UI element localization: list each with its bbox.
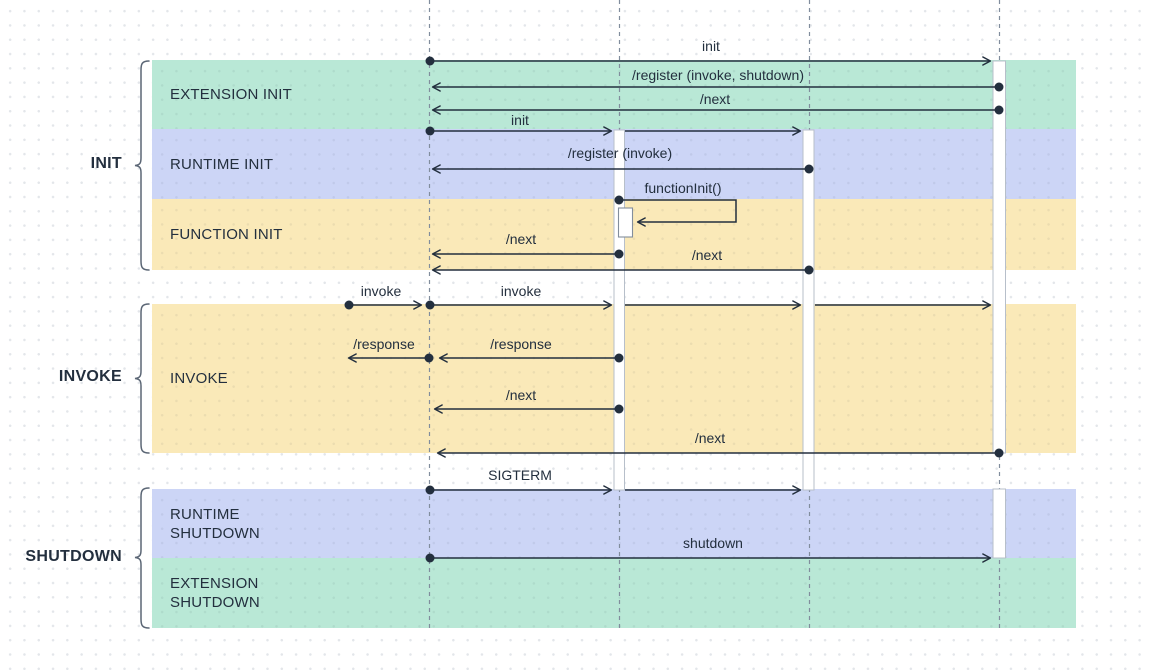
msg-label-init-runtime: init [511, 112, 529, 128]
arrow-invoke-internal [425, 300, 992, 310]
arrow-register-invoke-shutdown [431, 82, 1004, 92]
band-label-extension-init: EXTENSION INIT [170, 86, 292, 103]
msg-label-register-invoke-shutdown: /register (invoke, shutdown) [632, 67, 804, 83]
arrow-next-extension-init [431, 105, 1004, 115]
arrow-function-init-self-call [614, 195, 737, 227]
band-extension-init: EXTENSION INIT [152, 60, 1076, 129]
activation-bar-internal-extension [802, 129, 815, 491]
band-label-runtime-shutdown: RUNTIME SHUTDOWN [170, 505, 260, 542]
brace-shutdown [134, 487, 150, 629]
band-runtime-shutdown: RUNTIME SHUTDOWN [152, 489, 1076, 558]
phase-label-shutdown: SHUTDOWN [25, 548, 122, 565]
activation-bar-external-extension-init [992, 60, 1006, 454]
msg-label-sigterm: SIGTERM [488, 467, 552, 483]
band-label-function-init: FUNCTION INIT [170, 226, 283, 243]
msg-label-next-extension-init: /next [699, 91, 731, 107]
msg-label-next-runtime-init: /next [505, 231, 537, 247]
arrow-invoke-external [344, 300, 423, 310]
msg-label-next-runtime-invoke: /next [505, 387, 537, 403]
phase-label-invoke: INVOKE [58, 368, 122, 385]
arrow-register-invoke [431, 164, 814, 174]
arrow-response-external [347, 353, 434, 363]
arrow-next-runtime-init [431, 249, 624, 259]
band-label-invoke: INVOKE [170, 370, 228, 387]
band-label-extension-shutdown: EXTENSION SHUTDOWN [170, 575, 260, 611]
msg-label-response-external: /response [353, 336, 415, 352]
brace-init [134, 60, 150, 271]
activation-bar-external-extension-shutdown [992, 488, 1006, 559]
brace-invoke [134, 303, 150, 454]
msg-label-shutdown: shutdown [683, 535, 743, 551]
arrow-init-runtime [425, 126, 802, 136]
activation-bar-function-init [617, 207, 634, 238]
activation-bar-runtime [613, 129, 625, 491]
msg-label-invoke-external: invoke [360, 283, 402, 299]
msg-label-next-extension-invoke: /next [694, 430, 726, 446]
arrow-shutdown [425, 553, 992, 563]
band-extension-shutdown: EXTENSION SHUTDOWN [152, 558, 1076, 628]
msg-label-register-invoke: /register (invoke) [567, 145, 673, 161]
band-label-runtime-init: RUNTIME INIT [170, 155, 274, 173]
msg-label-next-extension-after-init: /next [691, 247, 723, 263]
arrow-next-extension-after-init [431, 265, 814, 275]
arrow-next-extension-invoke [436, 448, 1004, 458]
arrow-response-internal [438, 353, 624, 363]
msg-label-function-init: functionInit() [644, 180, 722, 196]
msg-label-init-extension: init [702, 38, 720, 54]
arrow-init-extension [425, 56, 992, 66]
phase-label-init: INIT [90, 155, 122, 172]
arrow-sigterm [425, 485, 802, 495]
msg-label-invoke-internal: invoke [500, 283, 542, 299]
msg-label-response-internal: /response [490, 336, 552, 352]
arrow-next-runtime-invoke [433, 404, 624, 414]
